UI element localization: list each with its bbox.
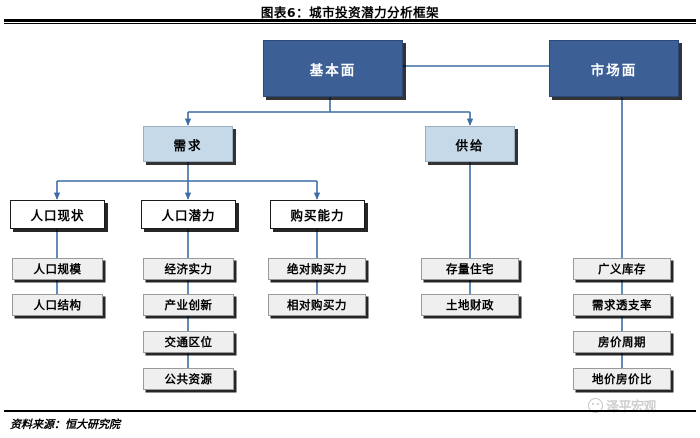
- leaf-house-price-cycle[interactable]: 房价周期: [573, 331, 671, 353]
- leaf-house-price-cycle-label: 房价周期: [598, 335, 646, 349]
- leaf-population-structure[interactable]: 人口结构: [12, 294, 103, 316]
- leaf-demand-overdraft-rate[interactable]: 需求透支率: [573, 294, 671, 316]
- leaf-broad-inventory-label: 广义库存: [598, 262, 646, 276]
- leaf-demand-overdraft-rate-label: 需求透支率: [592, 298, 652, 312]
- node-purchase-power[interactable]: 购买能力: [270, 200, 365, 229]
- node-demand-label: 需求: [173, 137, 203, 153]
- leaf-absolute-purchasing-power-label: 绝对购买力: [287, 262, 347, 276]
- leaf-industry-innovation-label: 产业创新: [164, 298, 213, 312]
- leaf-economic-strength[interactable]: 经济实力: [143, 258, 234, 280]
- node-market[interactable]: 市场面: [549, 40, 679, 97]
- node-fundamentals[interactable]: 基本面: [263, 40, 403, 97]
- leaf-absolute-purchasing-power[interactable]: 绝对购买力: [268, 258, 366, 280]
- node-supply[interactable]: 供给: [425, 126, 515, 162]
- connector-lines: [53, 65, 623, 368]
- node-fundamentals-label: 基本面: [309, 62, 357, 79]
- page-title: 图表6：城市投资潜力分析框架: [260, 5, 440, 20]
- leaf-relative-purchasing-power[interactable]: 相对购买力: [268, 294, 366, 316]
- leaf-industry-innovation[interactable]: 产业创新: [143, 294, 234, 316]
- leaf-land-to-house-price-ratio-label: 地价房价比: [592, 372, 652, 386]
- node-population-status-label: 人口现状: [30, 208, 85, 223]
- leaf-population-structure-label: 人口结构: [33, 298, 82, 312]
- footer-divider: [4, 410, 696, 412]
- node-market-label: 市场面: [590, 62, 638, 79]
- leaf-land-finance-label: 土地财政: [446, 298, 494, 312]
- node-supply-label: 供给: [455, 137, 485, 153]
- leaf-public-resources-label: 公共资源: [164, 372, 213, 386]
- node-population-status[interactable]: 人口现状: [10, 200, 105, 229]
- title-divider-thin: [4, 23, 696, 24]
- leaf-relative-purchasing-power-label: 相对购买力: [287, 298, 347, 312]
- leaf-economic-strength-label: 经济实力: [164, 262, 213, 276]
- leaf-land-finance[interactable]: 土地财政: [421, 294, 519, 316]
- leaf-broad-inventory[interactable]: 广义库存: [573, 258, 671, 280]
- node-demand[interactable]: 需求: [143, 126, 233, 162]
- node-purchase-power-label: 购买能力: [290, 208, 345, 223]
- title-divider-thick: [4, 19, 696, 22]
- source-note: 资料来源：恒大研究院: [10, 418, 120, 431]
- leaf-transport-location[interactable]: 交通区位: [143, 331, 234, 353]
- leaf-land-to-house-price-ratio[interactable]: 地价房价比: [573, 368, 671, 390]
- investment-potential-framework-diagram: 基本面 市场面 需求 供给 人口现状 人口潜力 购买能力 人口规模 人口结构 经…: [0, 26, 700, 408]
- leaf-housing-stock[interactable]: 存量住宅: [421, 258, 519, 280]
- node-population-potential-label: 人口潜力: [161, 208, 216, 223]
- leaf-housing-stock-label: 存量住宅: [446, 262, 494, 276]
- node-population-potential[interactable]: 人口潜力: [141, 200, 236, 229]
- leaf-transport-location-label: 交通区位: [164, 335, 213, 349]
- leaf-population-scale-label: 人口规模: [33, 262, 82, 276]
- leaf-population-scale[interactable]: 人口规模: [12, 258, 103, 280]
- leaf-public-resources[interactable]: 公共资源: [143, 368, 234, 390]
